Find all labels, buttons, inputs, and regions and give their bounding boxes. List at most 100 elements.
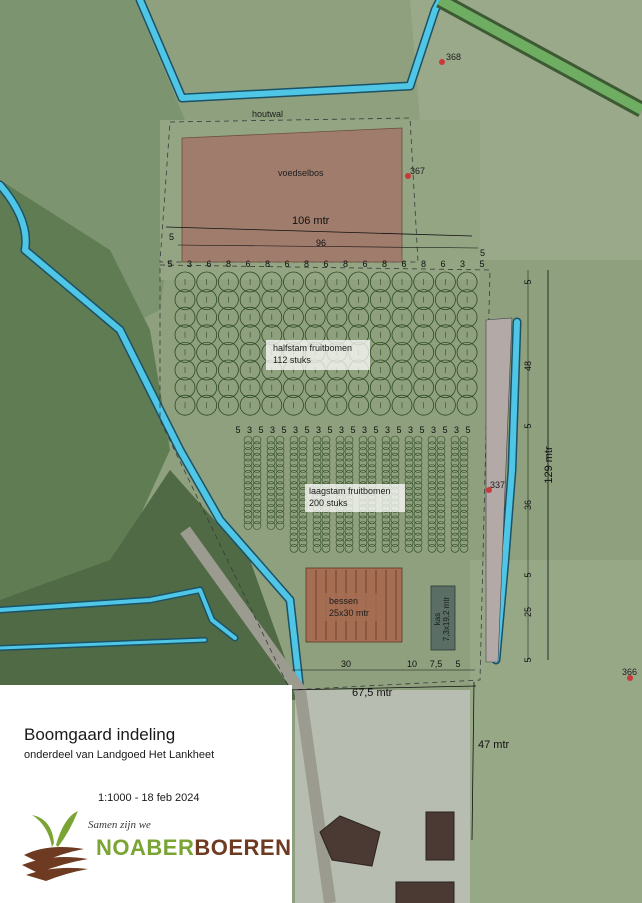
laagstam-tree — [436, 498, 446, 508]
laagstam-tree — [413, 441, 423, 451]
laagstam-tree — [344, 441, 354, 451]
laagstam-tree — [335, 532, 345, 542]
logo-field-stripe-3 — [26, 867, 88, 881]
laagstam-spacing-value: 5 — [235, 425, 240, 435]
laagstam-tree — [289, 509, 299, 519]
halfstam-tree — [348, 394, 370, 416]
halfstam-tree — [326, 289, 348, 311]
laagstam-tree — [298, 435, 308, 445]
laagstam-spacing-value: 3 — [247, 425, 252, 435]
laagstam-tree — [266, 441, 276, 451]
laagstam-tree — [459, 458, 469, 468]
laagstam-tree — [252, 469, 262, 479]
laagstam-tree — [289, 538, 299, 547]
halfstam-tree — [413, 271, 435, 293]
laagstam-tree — [358, 447, 368, 456]
laagstam-tree — [335, 435, 345, 445]
laagstam-tree — [381, 452, 391, 462]
laagstam-tree — [450, 509, 460, 519]
halfstam-tree — [174, 289, 196, 311]
laagstam-tree — [266, 475, 276, 485]
laagstam-label-line2: 200 stuks — [309, 498, 348, 508]
logo-brand: NOABERBOEREN — [96, 835, 291, 861]
laagstam-tree — [312, 515, 322, 525]
halfstam-tree — [326, 394, 348, 416]
halfstam-tree — [196, 324, 218, 346]
laagstam-tree — [459, 498, 469, 508]
laagstam-tree — [298, 452, 308, 462]
laagstam-tree — [312, 543, 322, 553]
laagstam-tree — [335, 515, 345, 525]
laagstam-tree — [459, 543, 469, 553]
laagstam-tree — [312, 521, 322, 530]
halfstam-tree — [304, 289, 326, 311]
laagstam-tree — [275, 509, 285, 519]
logo-field-stripe-2 — [22, 857, 88, 873]
halfstam-tree — [456, 324, 478, 346]
laagstam-tree — [312, 447, 322, 456]
laagstam-tree — [459, 486, 469, 496]
laagstam-tree — [344, 521, 354, 530]
laagstam-tree — [390, 515, 400, 525]
site-outline — [159, 264, 491, 691]
laagstam-tree — [298, 458, 308, 468]
laagstam-tree — [367, 475, 377, 485]
east-strip — [485, 317, 513, 663]
laagstam-tree — [298, 521, 308, 530]
laagstam-tree — [450, 447, 460, 456]
laagstam-spacing-value: 3 — [385, 425, 390, 435]
laagstam-tree — [344, 526, 354, 536]
laagstam-tree — [404, 543, 414, 553]
laagstam-tree — [275, 492, 285, 502]
laagstam-tree — [390, 435, 400, 445]
halfstam-tree — [413, 377, 435, 399]
laagstam-tree — [344, 452, 354, 462]
laagstam-tree — [367, 538, 377, 547]
laagstam-tree — [298, 515, 308, 525]
laagstam-tree — [321, 543, 331, 553]
laagstam-tree — [289, 441, 299, 451]
laagstam-tree — [459, 526, 469, 536]
laagstam-tree — [358, 521, 368, 530]
halfstam-tree — [217, 341, 239, 363]
laagstam-tree — [275, 475, 285, 485]
laagstam-tree — [427, 521, 437, 530]
halfstam-spacing-value: 8 — [265, 259, 270, 269]
laagstam-tree — [404, 464, 414, 473]
laagstam-tree — [427, 515, 437, 525]
laagstam-tree — [358, 538, 368, 547]
laagstam-tree — [381, 515, 391, 525]
laagstam-tree — [312, 526, 322, 536]
point-366 — [627, 675, 633, 681]
laagstam-label-bg — [305, 484, 405, 512]
vertical-spacing-value: 48 — [523, 361, 533, 371]
laagstam-tree — [266, 435, 276, 445]
halfstam-tree — [369, 271, 391, 293]
vertical-spacing-value: 25 — [523, 607, 533, 617]
laagstam-tree — [450, 492, 460, 502]
laagstam-tree — [312, 538, 322, 547]
halfstam-tree — [391, 359, 413, 381]
laagstam-tree — [312, 458, 322, 468]
laagstam-spacing-value: 3 — [454, 425, 459, 435]
laagstam-tree — [312, 532, 322, 542]
halfstam-spacing-value: 5 — [167, 259, 172, 269]
halfstam-tree — [391, 324, 413, 346]
halfstam-tree — [283, 306, 304, 328]
laagstam-tree — [289, 435, 299, 445]
laagstam-tree — [459, 475, 469, 485]
laagstam-tree — [436, 504, 446, 513]
legend-panel: Boomgaard indeling onderdeel van Landgoe… — [0, 685, 292, 903]
halfstam-tree — [456, 341, 478, 363]
halfstam-tree — [261, 271, 283, 293]
halfstam-tree — [239, 359, 261, 381]
halfstam-spacing-value: 8 — [382, 259, 387, 269]
laagstam-tree — [321, 521, 331, 530]
laagstam-tree — [459, 447, 469, 456]
laagstam-tree — [266, 481, 276, 490]
laagstam-tree — [450, 441, 460, 451]
halfstam-tree — [391, 394, 413, 416]
laagstam-tree — [450, 481, 460, 490]
laagstam-tree — [413, 492, 423, 502]
laagstam-tree — [390, 521, 400, 530]
